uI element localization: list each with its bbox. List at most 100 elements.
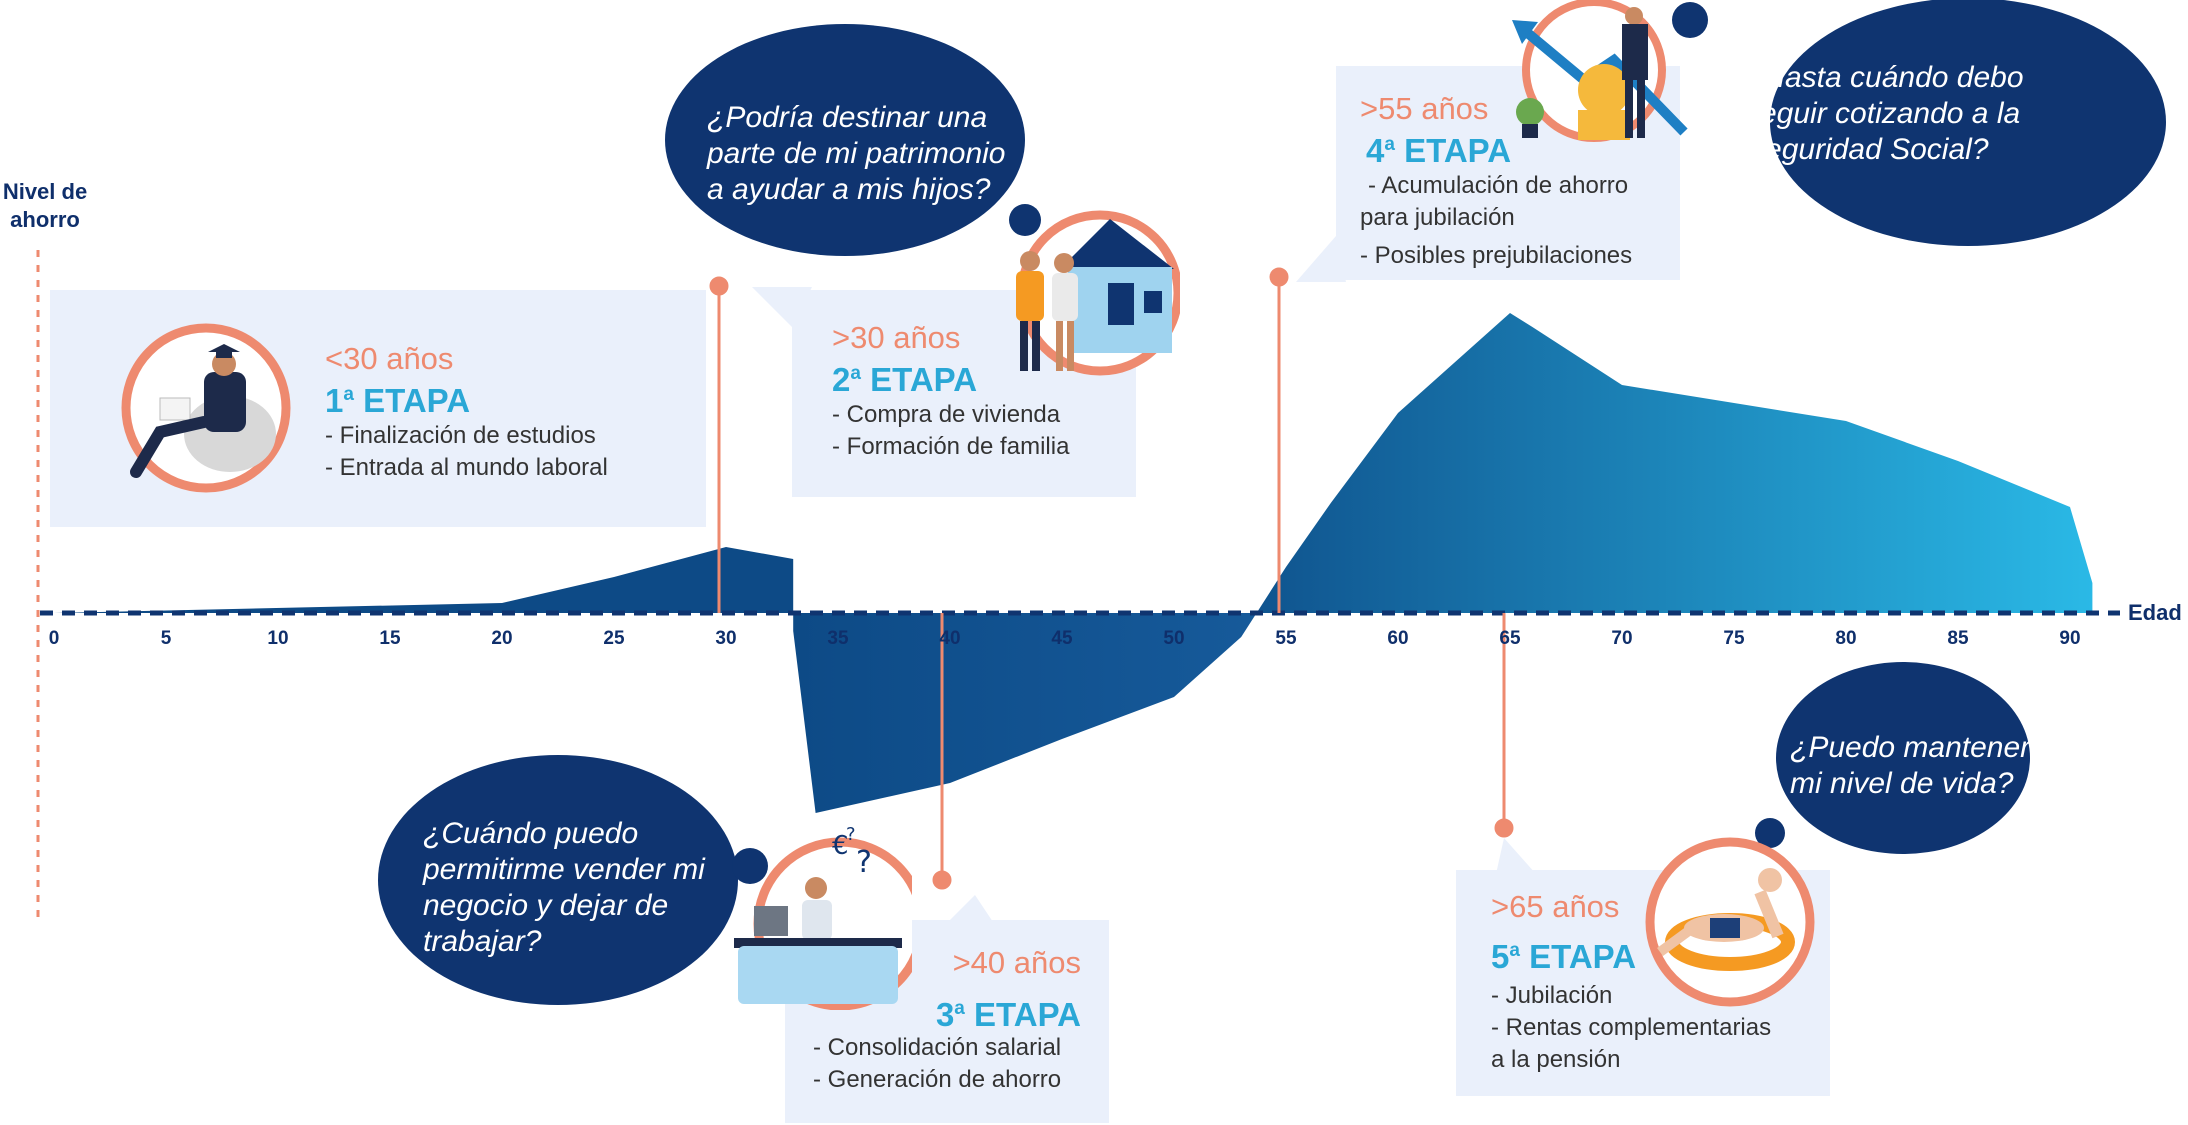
stage-4-ordinal: a (1384, 134, 1395, 155)
x-tick-label: 90 (2059, 628, 2081, 649)
x-tick-label: 80 (1835, 628, 1857, 649)
x-tick-label: 50 (1163, 628, 1185, 649)
x-tick-label: 10 (267, 628, 289, 649)
stage-2-question: ¿Podría destinar una parte de mi patrimo… (707, 100, 1005, 208)
x-tick-label: 30 (715, 628, 737, 649)
stage-5-pointer (1496, 838, 1536, 874)
x-tick-label: 0 (48, 628, 60, 649)
stage-3-item: - Consolidación salarial (813, 1034, 1062, 1061)
stage-1-title: 1a ETAPA (325, 376, 608, 420)
stage-5-item: - Jubilación (1491, 982, 1613, 1009)
x-tick-label: 60 (1387, 628, 1409, 649)
y-axis-label-line2: ahorro (10, 207, 80, 232)
x-tick-label: 15 (379, 628, 401, 649)
stage-2-item: - Compra de vivienda (832, 401, 1061, 428)
stage-5-question: ¿Puedo mantener mi nivel de vida? (1790, 730, 2030, 802)
stage-2-age: >30 años (832, 320, 961, 355)
stage-4-card: >55 años 4a ETAPA - Acumulación de ahorr… (1336, 66, 1680, 280)
stage-3-number: 3 (935, 996, 955, 1033)
family-house-icon (1004, 205, 1183, 381)
stage-4-pointer (1296, 236, 1346, 282)
stage-3-ordinal: a (954, 998, 965, 1019)
stage-5-question-bubble (1755, 662, 2030, 854)
x-tick-label: 40 (939, 628, 961, 649)
businessman-desk-question-icon: € ? ? (732, 820, 927, 1011)
stage-5-question-line: ¿Puedo mantener (1790, 731, 2031, 764)
stage-1-word: ETAPA (363, 382, 471, 419)
connector-dot-stage-5 (1494, 818, 1514, 838)
stage-4-title: 4a ETAPA (1366, 126, 1632, 170)
businessman-coins-arrow-icon (1504, 0, 1694, 150)
stage-4-question-line: ¿Hasta cuándo debo (1745, 61, 2024, 94)
stage-4-question-line: seguir cotizando a la (1745, 97, 2021, 130)
stage-4-word: ETAPA (1404, 132, 1512, 169)
stage-2-title: 2a ETAPA (832, 355, 1069, 399)
stage-1-item: - Finalización de estudios (325, 422, 596, 449)
y-axis-label-line1: Nivel de (2, 179, 88, 204)
stage-3-question-line: permitirme vender mi (423, 853, 705, 886)
stage-1-ordinal: a (343, 384, 354, 405)
stage-4-question: ¿Hasta cuándo debo seguir cotizando a la… (1745, 60, 2024, 168)
stage-5-word: ETAPA (1529, 938, 1637, 975)
y-axis-label: Nivel de ahorro (0, 178, 90, 234)
svg-text:€: € (832, 831, 849, 861)
x-tick-label: 70 (1611, 628, 1633, 649)
x-axis-label: Edad (2128, 600, 2182, 625)
stage-3-pointer (945, 895, 995, 925)
svg-text:?: ? (846, 824, 856, 845)
stage-3-word: ETAPA (974, 996, 1081, 1033)
x-tick-label: 55 (1275, 628, 1297, 649)
stage-3-question-bubble (378, 755, 768, 1005)
x-tick-label: 85 (1947, 628, 1969, 649)
stage-2-question-line: ¿Podría destinar una (707, 101, 988, 134)
stage-5-question-line: mi nivel de vida? (1790, 767, 2014, 800)
stage-3-question-line: negocio y dejar de (423, 889, 669, 922)
stage-3-question: ¿Cuándo puedo permitirme vender mi negoc… (423, 816, 705, 960)
stage-5-item: - Rentas complementarias (1491, 1014, 1772, 1041)
stage-4-question-line: Seguridad Social? (1745, 133, 1989, 166)
x-tick-label: 20 (491, 628, 513, 649)
stage-4-number: 4 (1366, 132, 1385, 169)
stage-4-item: para jubilación (1360, 204, 1515, 231)
stage-3-question-line: ¿Cuándo puedo (423, 817, 639, 850)
area-positive-segment (54, 547, 794, 613)
x-tick-label: 45 (1051, 628, 1073, 649)
stage-5-age: >65 años (1491, 889, 1620, 924)
stage-4-item: - Posibles prejubilaciones (1360, 242, 1633, 269)
stage-3-item: - Generación de ahorro (813, 1066, 1062, 1093)
stage-3-question-line: trabajar? (423, 925, 542, 958)
x-tick-label: 35 (827, 628, 849, 649)
stage-2-question-line: parte de mi patrimonio (707, 137, 1006, 170)
connector-dot-stage-4 (1269, 267, 1289, 287)
area-positive-segment (1256, 313, 2093, 613)
stage-1-card: <30 años 1a ETAPA - Finalización de estu… (50, 290, 706, 527)
connector-dot-stage-3 (932, 870, 952, 890)
stage-3-age: >40 años (952, 945, 1081, 980)
x-tick-label: 65 (1499, 628, 1521, 649)
stage-connectors (709, 267, 1514, 890)
stage-2-item: - Formación de familia (832, 433, 1070, 460)
stage-2-question-line: a ayudar a mis hijos? (707, 173, 991, 206)
stage-2-number: 2 (832, 361, 851, 398)
x-tick-label: 5 (160, 628, 172, 649)
stage-3-title: 3a ETAPA (936, 990, 1081, 1034)
x-tick-label: 75 (1723, 628, 1745, 649)
stage-2-word: ETAPA (870, 361, 978, 398)
stage-5-item: a la pensión (1491, 1046, 1621, 1073)
area-negative-segment (793, 613, 1257, 813)
connector-dot-stage-1 (709, 276, 729, 296)
area-series (54, 313, 2093, 813)
stage-5-ordinal: a (1509, 940, 1520, 961)
stage-2-ordinal: a (850, 363, 861, 384)
stage-4-age: >55 años (1360, 91, 1489, 126)
stage-5-number: 5 (1491, 938, 1510, 975)
stage-2-question-bubble (665, 24, 1041, 256)
stage-1-age: <30 años (325, 341, 454, 376)
stage-1-item: - Entrada al mundo laboral (325, 454, 608, 481)
svg-text:?: ? (856, 845, 872, 880)
stage-4-item: - Acumulación de ahorro (1368, 172, 1629, 199)
stage-1-number: 1 (325, 382, 344, 419)
stage-5-title: 5a ETAPA (1491, 932, 1771, 976)
x-tick-label: 25 (603, 628, 625, 649)
